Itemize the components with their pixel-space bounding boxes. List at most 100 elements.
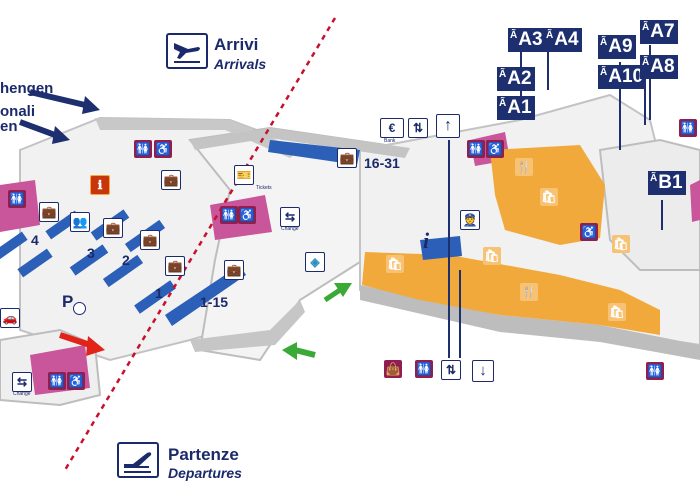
plane-takeoff-icon (117, 442, 159, 478)
gate-sign-b1: ÃB1 (648, 171, 686, 195)
gate-sign-a8: ÃA8 (640, 55, 678, 79)
arrow-schengen (29, 89, 86, 108)
plane-icon: Ã (642, 57, 650, 68)
gate-sign-a9: ÃA9 (598, 35, 636, 59)
counter-bank-info (420, 236, 462, 260)
gate-sign-a3: ÃA3 (508, 28, 546, 52)
counter (102, 254, 144, 288)
baggage-icon: 💼 (103, 218, 123, 238)
wall-central-lower (190, 300, 305, 352)
plane-icon: Ã (600, 67, 608, 78)
parking-label: P (62, 292, 74, 311)
restaurant-icon: 🍴 (520, 283, 538, 301)
arrivals-title: Arrivi (214, 35, 259, 54)
baggage-icon: 💼 (337, 148, 357, 168)
hall-number-1: 1 (155, 285, 163, 301)
police-icon: 👮 (460, 210, 480, 230)
toilets-icon: 🚻 (467, 140, 485, 158)
plane-icon: Ã (510, 30, 518, 41)
plane-landing-icon (166, 33, 208, 69)
currency-exchange-icon: ⇆ (280, 207, 300, 227)
plane-icon: Ã (650, 173, 658, 184)
departures-title: Partenze (168, 445, 239, 464)
shop-bag-icon: 🛍 (612, 235, 630, 253)
bank-label: Bank (384, 138, 396, 144)
arrow-nonschengen (18, 119, 57, 138)
nonschengen-label-2: en (0, 118, 18, 135)
elevator-icon: ⇅ (408, 118, 428, 138)
tickets-label: Tickets (256, 185, 272, 191)
nonschengen-label-1: onali (0, 103, 36, 120)
hall-number-2: 2 (122, 252, 130, 268)
wheelchair-icon: ♿ (486, 140, 504, 158)
wheelchair-icon: ♿ (154, 140, 172, 158)
green-arrow-lower-head (282, 342, 297, 360)
wheelchair-icon: ♿ (580, 223, 598, 241)
plane-icon: Ã (642, 22, 650, 33)
direction-arrows (18, 89, 352, 360)
currency-exchange-icon: ⇆ (12, 372, 32, 392)
schengen-label: hengen (0, 80, 54, 97)
people-icon: 👥 (70, 212, 90, 232)
plane-icon: Ã (600, 37, 608, 48)
plane-icon: Ã (546, 30, 554, 41)
checkin-label-1-15: 1-15 (200, 294, 229, 310)
toilets-icon: 🚻 (134, 140, 152, 158)
tickets-icon: 🎫 (234, 165, 254, 185)
info-icon: i (423, 228, 430, 253)
toilets-icon: 🚻 (8, 190, 26, 208)
bank-icon: € (380, 118, 404, 138)
wheelchair-icon: ♿ (67, 372, 85, 390)
toilets-icon: 🚻 (646, 362, 664, 380)
arrivals-departures-divider (63, 17, 337, 471)
baggage-icon: 💼 (140, 230, 160, 250)
arrivals-subtitle: Arrivals (214, 56, 267, 72)
baggage-icon: 💼 (39, 202, 59, 222)
plane-icon: Ã (499, 98, 507, 109)
toilets-icon: 🚻 (679, 119, 697, 137)
hall-number-3: 3 (87, 245, 95, 261)
wall-left-top (95, 118, 300, 158)
baggage-icon: 💼 (161, 170, 181, 190)
red-arrow-head (86, 336, 105, 356)
orange-zone-lower (362, 252, 660, 335)
checkin-label-16-31: 16-31 (364, 155, 400, 171)
arrow-down-icon: ↓ (472, 360, 494, 382)
pink-zone-far-right (690, 180, 700, 222)
green-arrow-lower (294, 347, 316, 358)
gate-sign-a1: ÃA1 (497, 96, 535, 120)
shop-bag-icon: 🛍 (608, 303, 626, 321)
security-icon: ◈ (305, 252, 325, 272)
departures-subtitle: Departures (168, 465, 242, 481)
shopping-icon: 👜 (384, 360, 402, 378)
counter (0, 231, 28, 261)
restaurant-icon: 🍴 (515, 158, 533, 176)
arrow-nonschengen-head (52, 126, 70, 144)
baggage-icon: 💼 (224, 260, 244, 280)
plane-icon: Ã (499, 69, 507, 80)
toilets-icon: 🚻 (48, 372, 66, 390)
counter (17, 248, 53, 278)
toilets-icon: 🚻 (415, 360, 433, 378)
hall-number-4: 4 (31, 232, 39, 248)
counter-bank-1-15 (165, 265, 246, 326)
change-label: Change (281, 226, 299, 232)
green-arrow-upper-head (334, 283, 352, 297)
info-point-icon: ℹ (90, 175, 110, 195)
car-icon: 🚗 (0, 308, 20, 328)
toilets-icon: 🚻 (220, 206, 238, 224)
duty-free-icon: 🛍 (386, 255, 404, 273)
arrow-schengen-head (82, 96, 100, 114)
counter (134, 280, 176, 314)
parking-icon (73, 302, 86, 315)
counter (69, 244, 109, 276)
gate-sign-a10: ÃA10 (598, 65, 647, 89)
gate-sign-a7: ÃA7 (640, 20, 678, 44)
shop-bag-icon: 🛍 (483, 247, 501, 265)
arrow-up-icon: ↑ (436, 114, 460, 138)
red-arrow (59, 332, 91, 348)
green-arrow-upper (323, 287, 342, 303)
checkin-counters (0, 140, 462, 326)
change-label-2: Change (13, 391, 31, 397)
